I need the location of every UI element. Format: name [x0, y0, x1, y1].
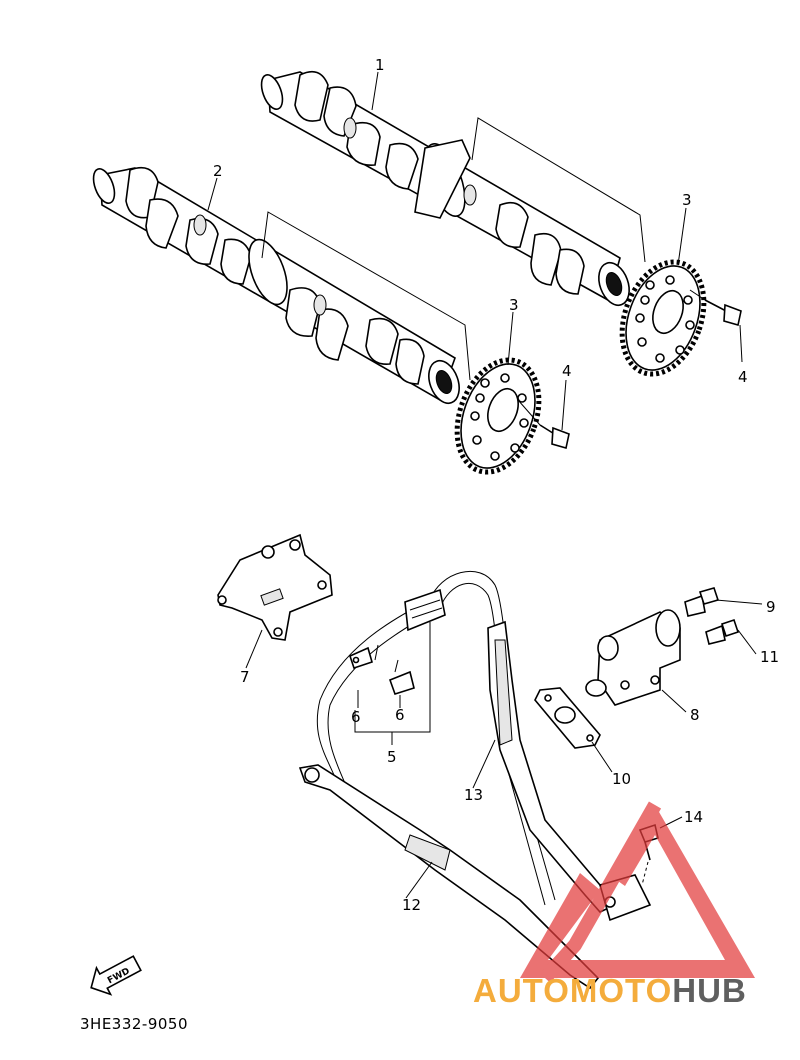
chain-link-pins	[374, 644, 415, 695]
callout-6-left: 6	[351, 708, 361, 726]
chain-link-plate	[349, 646, 373, 670]
cam-sprocket-upper	[619, 259, 707, 377]
watermark-logo: AUTOMOTOHUB	[473, 972, 747, 1010]
watermark-text-primary: AUTOMOTO	[473, 972, 673, 1009]
tensioner-gasket	[534, 687, 601, 749]
cam-sprocket-lower	[454, 357, 542, 475]
chain-tensioner	[585, 609, 681, 706]
callout-5: 5	[387, 748, 397, 766]
chain-assembly-bracket-line	[354, 622, 431, 733]
chain-guide-intake	[298, 764, 600, 990]
diagram-code: 3HE332-9050	[80, 1015, 189, 1033]
callout-7: 7	[240, 668, 250, 686]
callout-9: 9	[766, 598, 776, 616]
watermark-triangle-icon	[520, 801, 755, 983]
sprocket-bolt-upper	[704, 299, 742, 327]
callout-2: 2	[213, 162, 223, 180]
callout-3-upper: 3	[682, 191, 692, 209]
tensioner-bolt-9	[684, 587, 720, 617]
callout-6-right: 6	[395, 706, 405, 724]
callout-13: 13	[464, 786, 483, 804]
chain-guide-bracket	[217, 533, 333, 641]
callout-4-upper: 4	[738, 368, 748, 386]
callout-11: 11	[760, 648, 779, 666]
callout-14: 14	[684, 808, 703, 826]
callout-8: 8	[690, 706, 700, 724]
callout-3-lower: 3	[509, 296, 519, 314]
sprocket-bolt-lower	[539, 424, 570, 450]
chain-guide-exhaust	[487, 620, 617, 913]
callout-4-lower: 4	[562, 362, 572, 380]
reference-line-lower	[261, 211, 471, 381]
camshaft-intake	[92, 166, 460, 405]
tensioner-bolt-11	[705, 618, 740, 645]
reference-line-upper	[471, 117, 646, 263]
callout-12: 12	[402, 896, 421, 914]
callout-1: 1	[375, 56, 385, 74]
forward-arrow-icon: FWD	[90, 955, 142, 996]
camshaft-exhaust	[260, 70, 630, 307]
watermark-text-secondary: HUB	[672, 972, 747, 1009]
callout-10: 10	[612, 770, 631, 788]
